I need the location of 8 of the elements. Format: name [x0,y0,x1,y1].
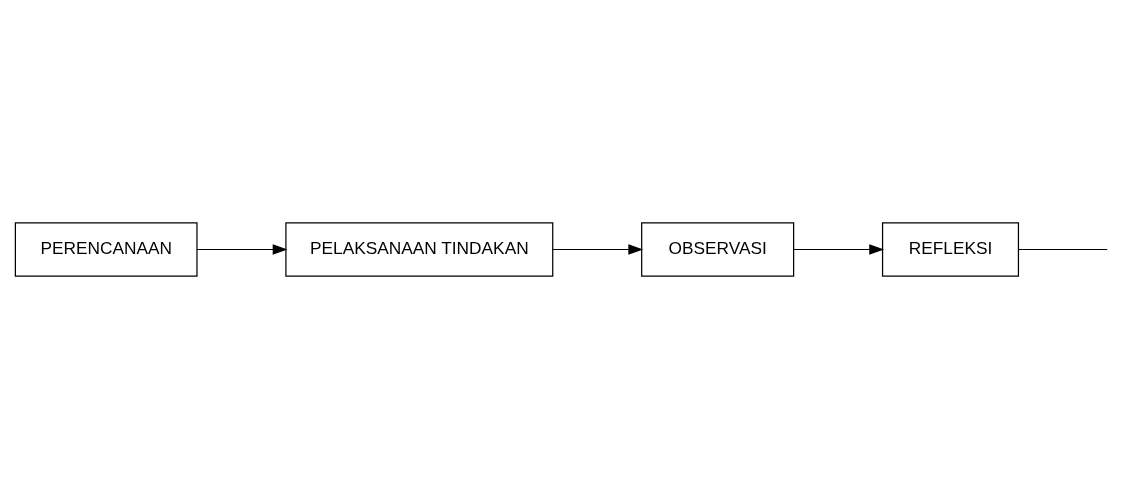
arrow [793,244,885,255]
arrow [552,244,644,255]
node-box: OBSERVASI [641,222,795,277]
node-box: REFLEKSI [881,222,1020,277]
node-box: PELAKSANAAN TINDAKAN [285,222,554,277]
connector [1018,248,1108,251]
arrow [196,244,288,255]
node-box: PERENCANAAN [14,222,198,277]
